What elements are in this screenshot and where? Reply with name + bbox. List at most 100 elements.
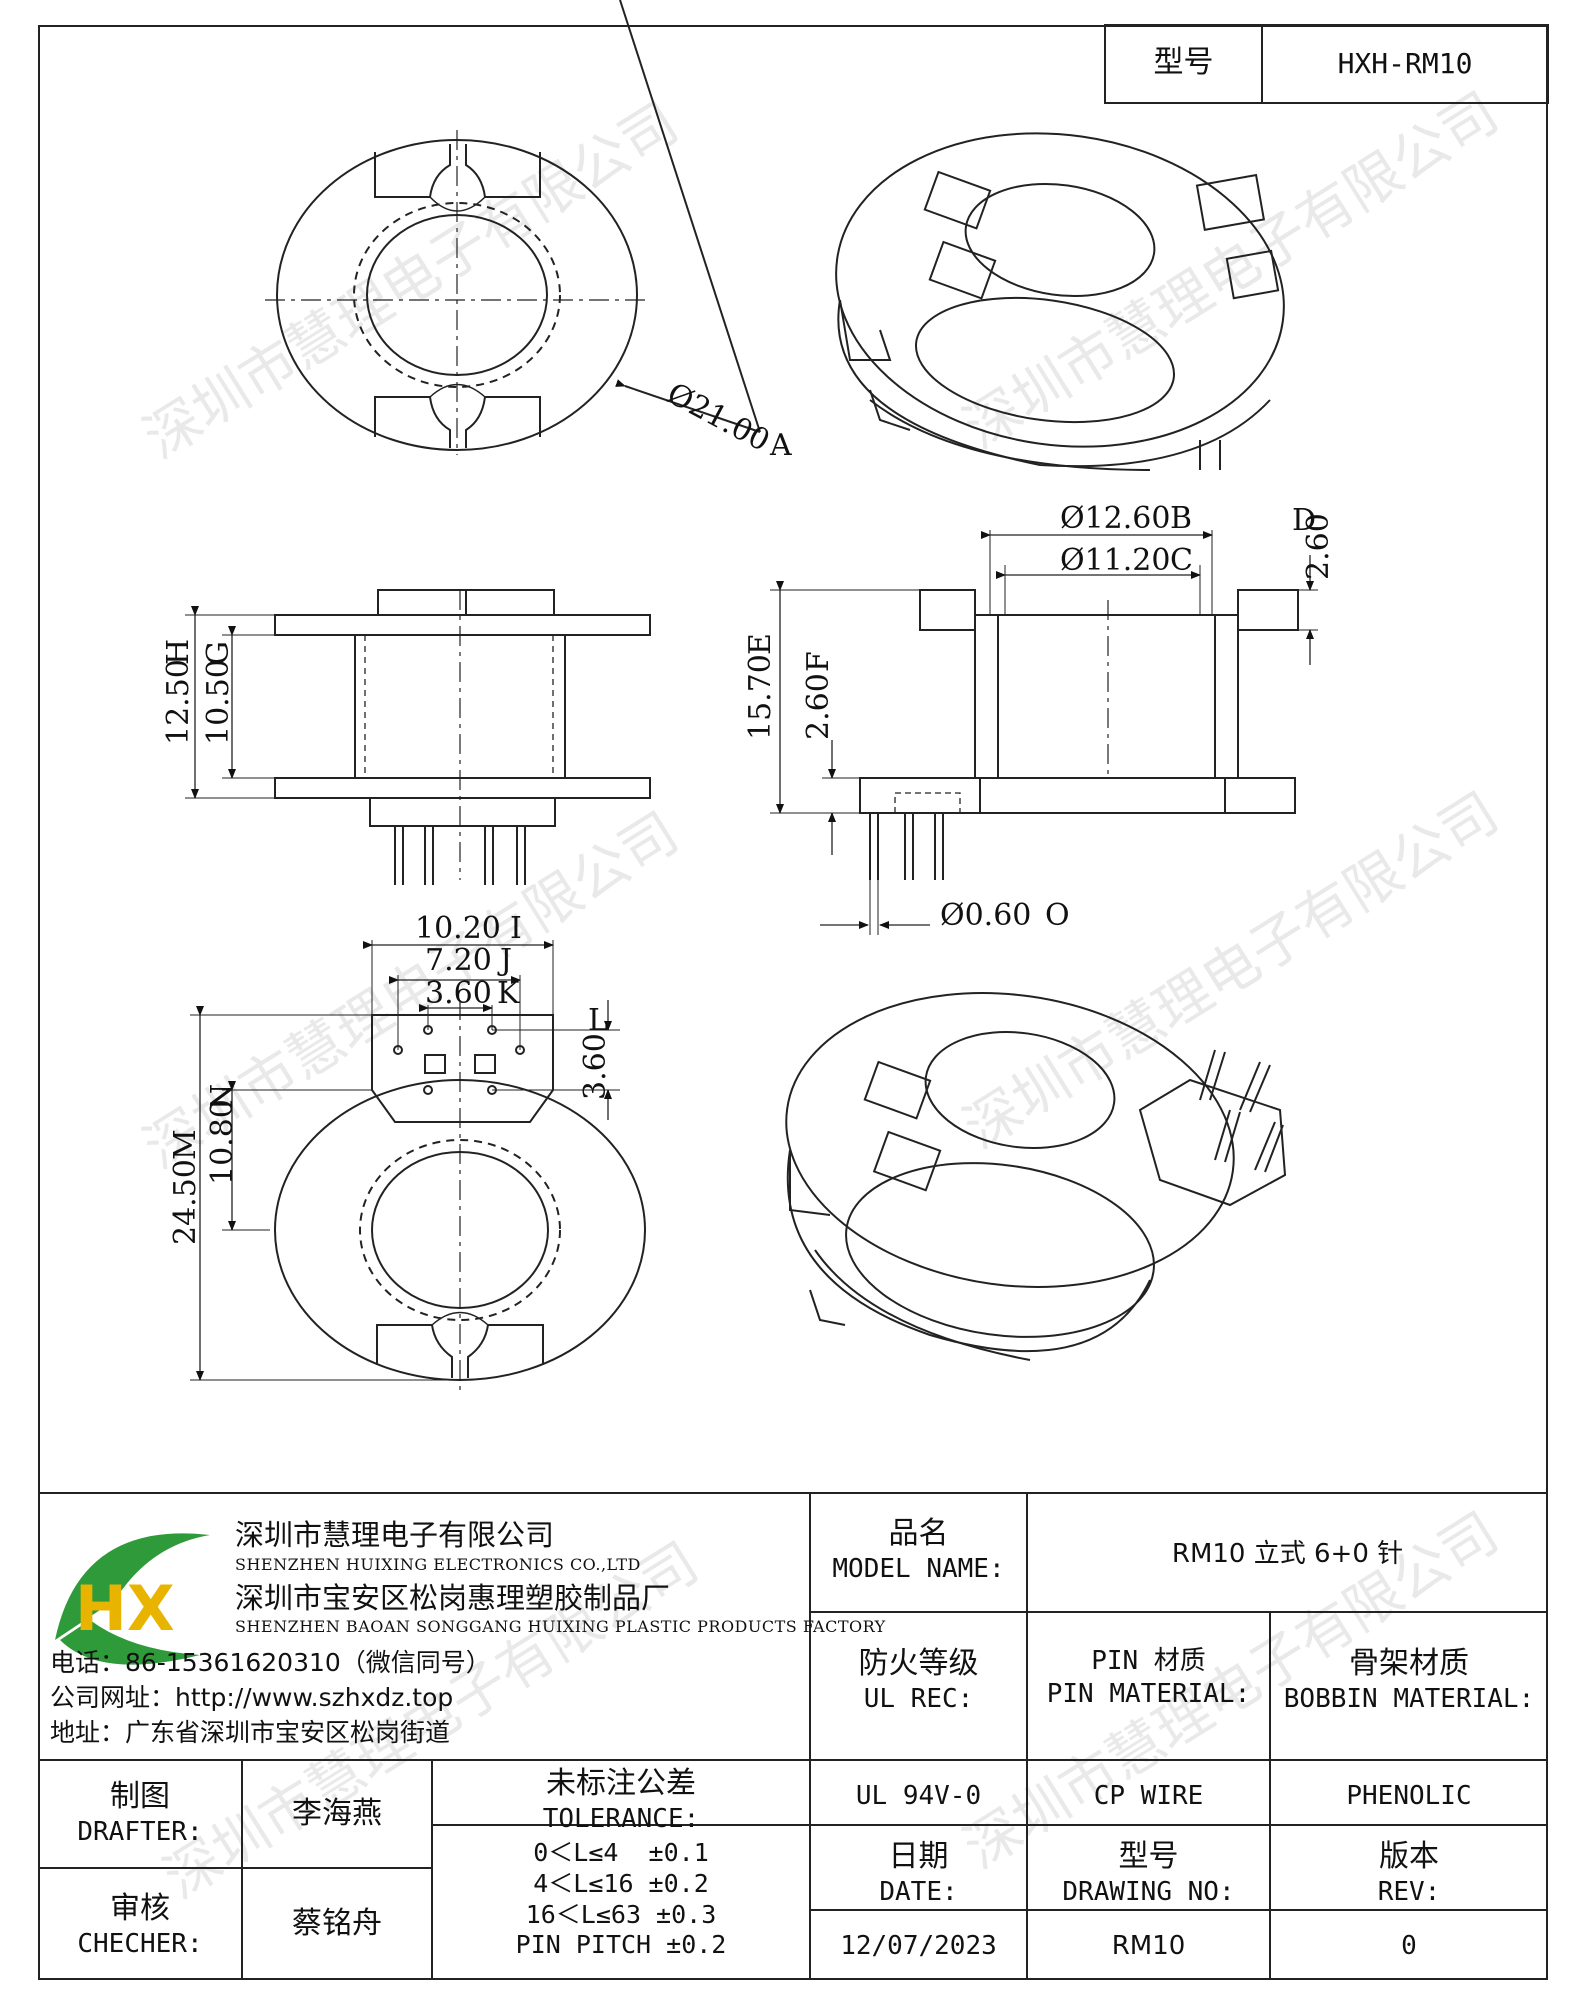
- date-cn: 日期: [888, 1839, 949, 1874]
- dim-j-tag: J: [497, 943, 512, 978]
- tolerance-en: TOLERANCE:: [542, 1803, 700, 1834]
- dim-e: 15.70: [743, 654, 778, 740]
- drawing-no-label: 型号 DRAWING NO:: [1027, 1838, 1270, 1908]
- dim-i: 10.20: [415, 911, 501, 946]
- tolerance-cn: 未标注公差: [546, 1766, 696, 1801]
- company-website: 公司网址：http://www.szhxdz.top: [50, 1683, 454, 1712]
- pin-en: PIN MATERIAL:: [1046, 1678, 1251, 1709]
- pin-value: CP WIRE: [1093, 1781, 1204, 1811]
- tolerance-line: 0＜L≤4 ±0.1: [533, 1838, 709, 1867]
- factory-name-en: SHENZHEN BAOAN SONGGANG HUIXING PLASTIC …: [235, 1617, 886, 1636]
- bobbin-cn: 骨架材质: [1349, 1646, 1469, 1681]
- drawing-no-en: DRAWING NO:: [1062, 1876, 1235, 1907]
- dim-m-tag: M: [168, 1129, 203, 1160]
- dim-c-tag: C: [1170, 543, 1193, 578]
- dim-d: 2.60: [1301, 513, 1336, 580]
- rev-label: 版本 REV:: [1270, 1838, 1548, 1908]
- dim-g-tag: G: [201, 641, 236, 665]
- dim-l: 3.60: [578, 1033, 613, 1100]
- drawing-sheet: [38, 25, 1548, 1980]
- top-view: [265, 0, 761, 455]
- dim-a: Ø21.00: [661, 376, 775, 459]
- bobbin-en: BOBBIN MATERIAL:: [1283, 1683, 1535, 1714]
- drafter-en: DRAFTER:: [77, 1816, 203, 1847]
- model-name-value: RM10 立式 6+0 针: [1171, 1539, 1404, 1569]
- dim-m: 24.50: [168, 1159, 203, 1245]
- ul-label: 防火等级 UL REC:: [810, 1645, 1027, 1715]
- model-name-en: MODEL NAME:: [832, 1553, 1005, 1584]
- pin-cn: PIN 材质: [1091, 1646, 1206, 1676]
- dim-f: 2.60: [801, 673, 836, 740]
- bobbin-value: PHENOLIC: [1346, 1781, 1472, 1811]
- company-name-en: SHENZHEN HUIXING ELECTRONICS CO.,LTD: [235, 1555, 641, 1574]
- model-name-label: 品名 MODEL NAME:: [810, 1515, 1027, 1585]
- dim-e-tag: E: [743, 633, 778, 655]
- dim-b-tag: B: [1170, 501, 1192, 536]
- date-value: 12/07/2023: [840, 1931, 997, 1961]
- checker-cn: 审核: [110, 1891, 170, 1926]
- dim-n: 10.80: [205, 1099, 240, 1185]
- dim-k: 3.60: [425, 976, 492, 1011]
- dim-n-tag: N: [205, 1084, 240, 1110]
- company-phone: 电话：86-15361620310（微信同号）: [50, 1648, 491, 1677]
- factory-name-cn: 深圳市宝安区松岗惠理塑胶制品厂: [235, 1581, 671, 1615]
- company-address: 地址：广东省深圳市宝安区松岗街道: [50, 1718, 451, 1747]
- ul-value: UL 94V-0: [855, 1781, 982, 1811]
- rev-en: REV:: [1377, 1876, 1441, 1907]
- drawing-no-cn: 型号: [1118, 1839, 1179, 1874]
- date-label: 日期 DATE:: [810, 1838, 1027, 1908]
- rev-value: 0: [1401, 1931, 1417, 1961]
- watermark: 深圳市慧理电子有限公司: [133, 90, 690, 472]
- dim-d-tag: D: [1292, 503, 1316, 538]
- company-name-cn: 深圳市慧理电子有限公司: [235, 1518, 555, 1552]
- tolerance-line: 4＜L≤16 ±0.2: [533, 1868, 709, 1898]
- drafter-name: 李海燕: [292, 1796, 382, 1831]
- dim-h: 12.50: [161, 659, 196, 745]
- checker-en: CHECHER:: [77, 1928, 203, 1959]
- bottom-view: [190, 940, 646, 1395]
- ul-cn: 防火等级: [858, 1646, 979, 1681]
- header-label: 型号: [1153, 45, 1214, 80]
- pin-label: PIN 材质 PIN MATERIAL:: [1027, 1645, 1270, 1710]
- rev-cn: 版本: [1379, 1839, 1439, 1874]
- isometric-view-bottom: [785, 992, 1287, 1361]
- tolerance-line: PIN PITCH ±0.2: [515, 1930, 727, 1960]
- ul-en: UL REC:: [863, 1683, 974, 1714]
- side-view-left: [185, 589, 651, 885]
- dim-b: Ø12.60: [1060, 501, 1170, 536]
- drawing-no-value: RM10: [1111, 1931, 1186, 1961]
- dim-a-tag: A: [769, 428, 792, 463]
- watermarks: 深圳市慧理电子有限公司 深圳市慧理电子有限公司 深圳市慧理电子有限公司 深圳市慧…: [133, 80, 1510, 1912]
- watermark: 深圳市慧理电子有限公司: [953, 80, 1510, 462]
- header-value: HXH-RM10: [1337, 47, 1473, 80]
- model-name-cn: 品名: [888, 1516, 949, 1551]
- dim-g: 10.50: [201, 659, 236, 745]
- company-logo: HX: [55, 1533, 210, 1665]
- bobbin-label: 骨架材质 BOBBIN MATERIAL:: [1270, 1645, 1548, 1715]
- dimension-labels: Ø21.00 A Ø12.60 B Ø11.20 C D 2.60 15.70 …: [161, 376, 1336, 1245]
- dim-o-tag: O: [1045, 898, 1070, 933]
- dim-i-tag: I: [510, 911, 522, 946]
- dim-h-tag: H: [161, 639, 196, 665]
- checker-name: 蔡铭舟: [292, 1906, 382, 1941]
- drafter-cn: 制图: [110, 1779, 170, 1814]
- dim-o: Ø0.60: [940, 898, 1031, 933]
- header-box: [1104, 24, 1549, 104]
- dim-c: Ø11.20: [1060, 543, 1170, 578]
- tolerance-label: 未标注公差 TOLERANCE:: [432, 1765, 810, 1835]
- date-en: DATE:: [879, 1876, 958, 1907]
- logo-letters: HX: [75, 1572, 175, 1645]
- watermark: 深圳市慧理电子有限公司: [953, 780, 1510, 1162]
- drafter-label: 制图 DRAFTER:: [38, 1778, 242, 1848]
- isometric-view-top: [835, 132, 1285, 471]
- checker-label: 审核 CHECHER:: [38, 1890, 242, 1960]
- tolerance-line: 16＜L≤63 ±0.3: [525, 1899, 717, 1929]
- dim-f-tag: F: [801, 651, 836, 672]
- dim-j: 7.20: [425, 943, 492, 978]
- dim-k-tag: K: [497, 976, 520, 1011]
- dim-l-tag: L: [588, 1003, 608, 1038]
- tolerance-lines: 0＜L≤4 ±0.1 4＜L≤16 ±0.2 16＜L≤63 ±0.3 PIN …: [432, 1838, 810, 1961]
- title-block-grid: [38, 1492, 1548, 1980]
- side-view-right: [770, 530, 1318, 935]
